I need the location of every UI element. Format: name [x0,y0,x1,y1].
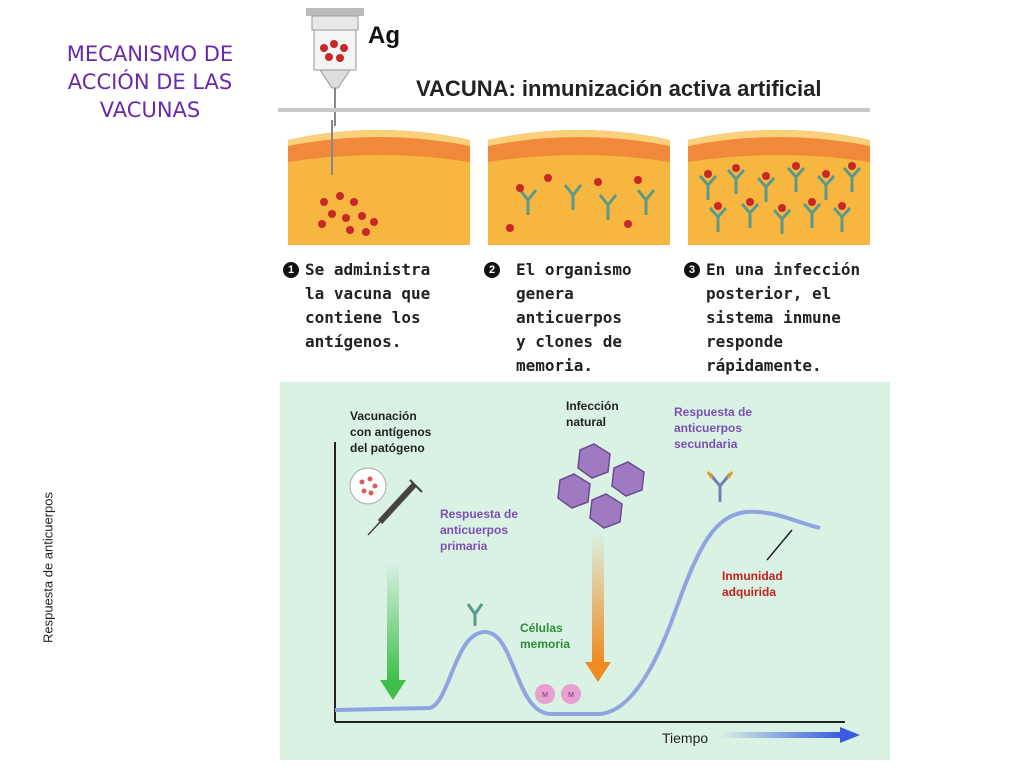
label-line: natural [566,415,607,429]
label-line: Inmunidad [722,569,783,583]
label-respuesta-secundaria: Respuesta de anticuerpos secundaria [674,404,752,452]
step-2-line: memoria. [516,356,594,375]
skin-panel-3 [688,120,870,245]
slide-title-line-3: VACUNAS [99,98,201,122]
infection-arrow [592,532,604,662]
skin-panel-1 [288,120,470,245]
label-line: anticuerpos [440,523,509,537]
step-3-line: sistema inmune [706,308,841,327]
label-vacunacion: Vacunación con antígenos del patógeno [350,408,431,456]
label-line: secundaria [674,437,738,451]
step-1-number: 1 [283,262,299,278]
step-1-line: la vacuna que [305,284,431,303]
step-1-line: antígenos. [305,332,402,351]
label-line: memoria [520,637,571,651]
step-3-line: En una infección [706,260,861,279]
memory-cell-glyph: M [568,692,574,699]
step-3-line: rápidamente. [706,356,822,375]
antibody-response-graph: M M [280,382,890,760]
vaccine-syringe-icon [349,467,423,536]
header-divider [278,108,870,112]
step-1-description: 1 Se administra la vacuna que contiene l… [283,258,430,354]
slide-title-line-2: ACCIÓN DE LAS [67,70,233,94]
antigen-label: Ag [368,22,400,49]
step-2-line: anticuerpos [516,308,622,327]
label-line: Células [520,621,563,635]
step-2-number: 2 [484,262,500,278]
vaccination-arrow [387,562,399,680]
step-2-line: genera [516,284,574,303]
syringe-illustration [306,8,364,126]
slide-title: MECANISMO DE ACCIÓN DE LAS VACUNAS [30,40,270,124]
label-respuesta-primaria: Respuesta de anticuerpos primaria [440,506,518,554]
memory-cells: M M [535,684,581,704]
label-line: anticuerpos [674,421,743,435]
step-3-line: posterior, el [706,284,832,303]
step-1-line: contiene los [305,308,421,327]
vacuna-header: VACUNA: inmunización activa artificial [416,76,822,101]
step-2-line: y clones de [516,332,622,351]
memory-cell-glyph: M [542,692,548,699]
antigen-dots [318,192,378,236]
label-inmunidad-adquirida: Inmunidad adquirida [722,568,783,600]
label-line: con antígenos [350,425,432,439]
time-arrow [720,732,840,738]
label-line: Infección [566,399,619,413]
y-axis-label: Respuesta de anticuerpos [40,491,56,644]
virus-icons [557,443,645,529]
step-2-description: 2 El organismo genera anticuerpos y clon… [484,258,632,378]
label-line: adquirida [722,585,777,599]
label-line: del patógeno [350,441,425,455]
label-celulas-memoria: Células memoria [520,620,570,652]
x-axis-label: Tiempo [662,730,709,746]
label-line: Respuesta de [674,405,753,419]
antibody-icons [466,471,734,626]
antibody-curve [334,509,821,716]
label-line: primaria [440,539,488,553]
label-infeccion-natural: Infección natural [566,398,619,430]
step-2-line: El organismo [516,260,632,279]
skin-panel-2 [488,120,670,245]
slide-title-line-1: MECANISMO DE [66,42,234,66]
step-3-line: responde [706,332,784,351]
step-1-line: Se administra [305,260,431,279]
label-line: Vacunación [350,409,417,423]
label-line: Respuesta de [440,507,519,521]
step-3-description: 3 En una infección posterior, el sistema… [684,258,860,378]
step-3-number: 3 [684,262,700,278]
